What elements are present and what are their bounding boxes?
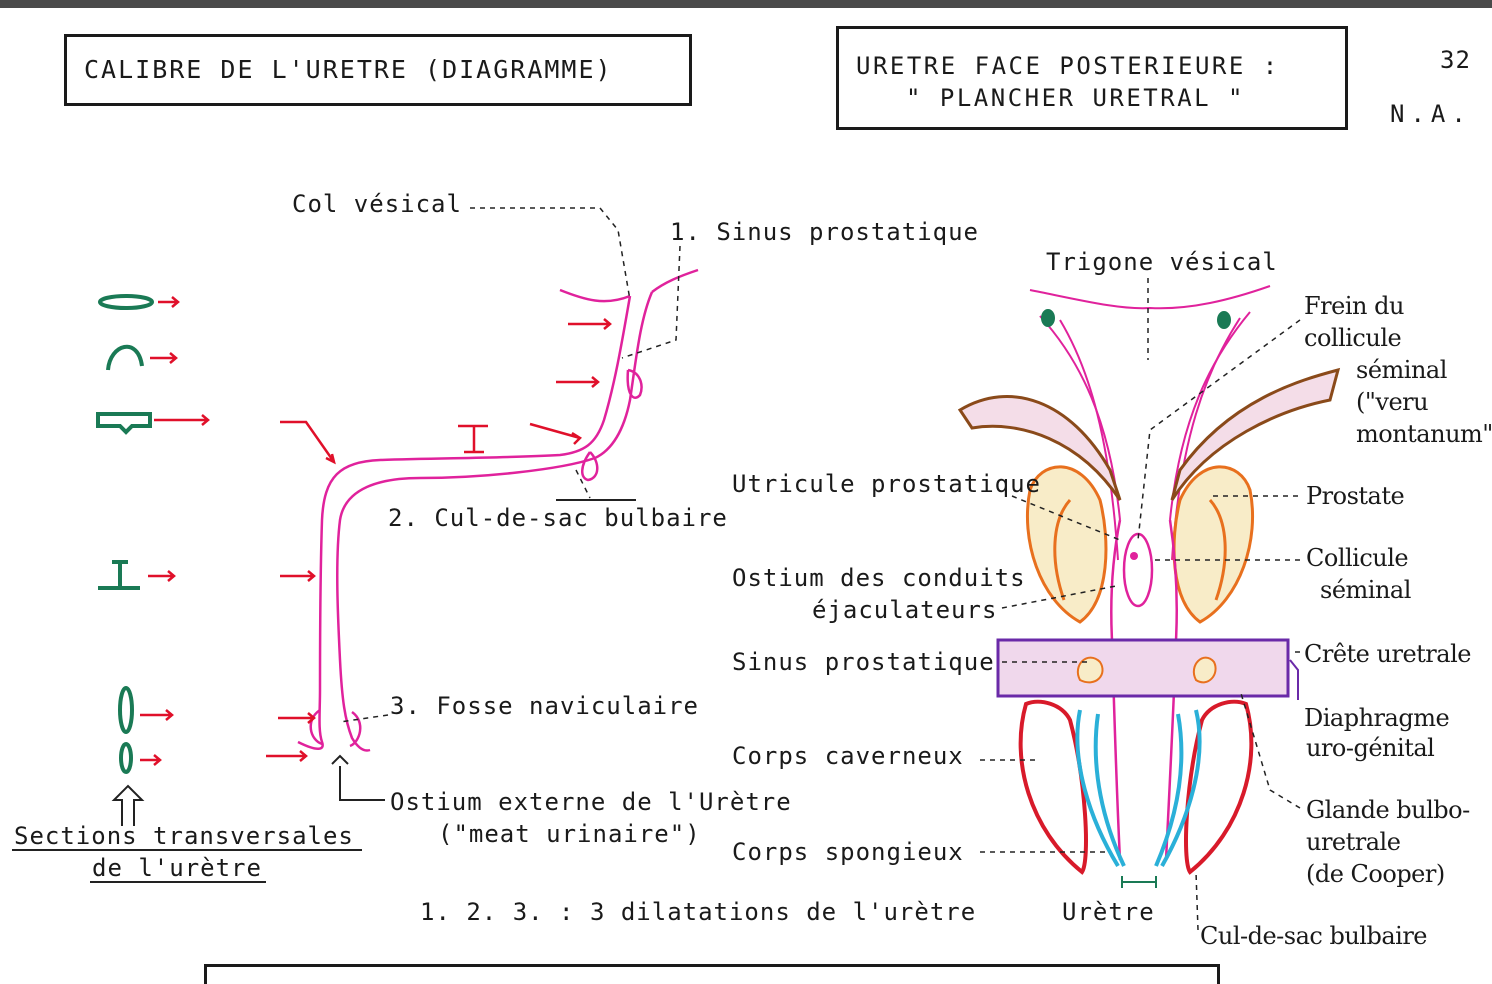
ureter-orifices — [1041, 309, 1231, 329]
label-prostate: Prostate — [1306, 482, 1405, 510]
label-sinus-prostatique-1: 1. Sinus prostatique — [670, 218, 979, 246]
top-bar — [0, 0, 1492, 8]
utricule-dot — [1130, 552, 1138, 560]
left-title: CALIBRE DE L'URETRE (DIAGRAMME) — [84, 55, 613, 84]
right-title-box — [836, 26, 1348, 130]
left-title-box — [64, 34, 692, 106]
label-ejaculateurs: éjaculateurs — [812, 596, 998, 624]
author-initials: N.A. — [1390, 100, 1472, 128]
label-collicule: Collicule — [1306, 544, 1409, 572]
label-sinus-prostatique: Sinus prostatique — [732, 648, 995, 676]
up-arrow-outline — [111, 784, 145, 826]
section-underline — [12, 849, 362, 883]
label-frein-2: collicule — [1304, 324, 1402, 352]
right-title-line2: " PLANCHER URETRAL " — [906, 84, 1245, 112]
page-number: 32 — [1440, 46, 1471, 74]
label-frein-5: montanum") — [1356, 420, 1492, 448]
label-trigone-vesical: Trigone vésical — [1046, 248, 1278, 276]
transverse-sections — [96, 294, 154, 774]
uretre-bracket — [1121, 876, 1157, 888]
label-diaphragme: Diaphragme — [1304, 704, 1450, 732]
corpus-spongiosum — [1075, 709, 1202, 868]
label-corps-spongieux: Corps spongieux — [732, 838, 964, 866]
cul-de-sac-bracket — [331, 499, 636, 801]
label-ostium-conduits: Ostium des conduits — [732, 564, 1026, 592]
diaphragm-bracket — [1289, 659, 1299, 700]
label-sections-transversales: Sections transversales — [14, 822, 354, 850]
label-corps-caverneux: Corps caverneux — [732, 742, 964, 770]
label-frein-1: Frein du — [1304, 292, 1404, 320]
red-arrows-left — [140, 296, 612, 766]
label-glande-cooper: (de Cooper) — [1306, 860, 1445, 888]
corpora-cavernosa — [1018, 699, 1254, 875]
label-uretre: Urètre — [1062, 898, 1155, 926]
label-col-vesical: Col vésical — [292, 190, 462, 218]
prostate-lobes — [1025, 465, 1255, 624]
label-frein-3: séminal — [1356, 356, 1447, 384]
leader-lines-right — [980, 278, 1301, 931]
leader-lines-left — [339, 207, 681, 723]
label-glande-uretrale: uretrale — [1306, 828, 1401, 856]
label-frein-4: ("veru — [1356, 388, 1429, 416]
label-cul-de-sac-bulbaire-right: Cul-de-sac bulbaire — [1200, 922, 1428, 950]
label-glande-bulbo: Glande bulbo- — [1306, 796, 1470, 824]
label-dilatations-note: 1. 2. 3. : 3 dilatations de l'urètre — [420, 898, 977, 926]
label-ostium-externe: Ostium externe de l'Urètre — [390, 788, 792, 816]
cooper-glands — [1077, 656, 1217, 684]
prostate-capsule — [957, 367, 1341, 501]
label-crete-uretrale: Crête uretrale — [1304, 640, 1471, 668]
label-cul-de-sac-bulbaire-2: 2. Cul-de-sac bulbaire — [388, 504, 728, 532]
label-de-l-uretre: de l'urètre — [92, 854, 262, 882]
bottom-box-edge — [204, 964, 1220, 984]
uro-genital-diaphragm — [996, 638, 1290, 698]
urethra-profile — [297, 268, 699, 752]
label-fosse-naviculaire-3: 3. Fosse naviculaire — [390, 692, 699, 720]
label-utricule-prostatique: Utricule prostatique — [732, 470, 1041, 498]
label-meat-urinaire: ("meat urinaire") — [438, 820, 701, 848]
label-collicule-seminal: séminal — [1320, 576, 1411, 604]
right-title-line1: URETRE FACE POSTERIEURE : — [856, 52, 1280, 80]
label-uro-genital: uro-génital — [1306, 734, 1435, 762]
